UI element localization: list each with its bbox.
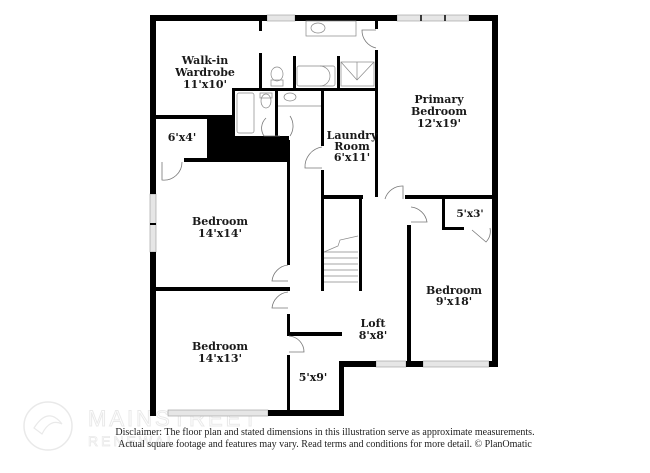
bedroom-9x18-dims: 9'x18'	[436, 295, 472, 308]
walk-in-wardrobe-dims: 11'x10'	[183, 78, 227, 91]
door-closet-5x9	[288, 335, 305, 353]
primary-bedroom-dims: 12'x19'	[417, 117, 461, 130]
shower-master	[340, 61, 375, 87]
vanity-master	[305, 20, 357, 37]
primary-bedroom-label-2: Bedroom	[411, 105, 467, 118]
staircase	[323, 235, 359, 283]
doors	[161, 29, 491, 353]
door-laundry	[304, 146, 323, 169]
window-loft	[375, 360, 407, 368]
closet-6x4-dims: 6'x4'	[168, 131, 197, 144]
door-hall-bath	[261, 117, 280, 137]
loft-dims: 8'x8'	[359, 329, 388, 342]
window-bottom-bedroom	[167, 409, 269, 417]
toilet-hall-icon	[260, 93, 272, 109]
walk-in-wardrobe-label-1: Walk-in	[181, 54, 229, 67]
walk-in-wardrobe-label-2: Wardrobe	[174, 66, 235, 79]
door-closet-5x3	[471, 227, 491, 243]
toilet-master-icon	[270, 66, 284, 82]
laundry-room-dims: 6'x11'	[334, 151, 370, 164]
door-primary	[384, 185, 404, 200]
watermark-circle-icon	[23, 401, 73, 451]
door-bedroom-14x14	[271, 264, 289, 282]
disclaimer-line-2: Actual square footage and features may v…	[118, 439, 532, 450]
door-bedroom-14x13	[271, 291, 289, 309]
tub-master	[296, 65, 336, 87]
door-master-bath	[361, 29, 377, 49]
window-primary-top	[396, 14, 470, 22]
sink-master-icon	[310, 22, 326, 34]
loft-label: Loft	[361, 317, 387, 330]
bedroom-9x18-label: Bedroom	[426, 284, 482, 297]
tub-hall	[236, 92, 255, 134]
primary-bedroom-label-1: Primary	[414, 93, 464, 106]
walls	[150, 15, 498, 416]
bedroom-14x14-label: Bedroom	[192, 215, 248, 228]
bedroom-14x13-dims: 14'x13'	[198, 352, 242, 365]
sink-hall-icon	[283, 92, 297, 102]
bedroom-14x13-label: Bedroom	[192, 340, 248, 353]
watermark-swirl-icon	[33, 415, 63, 435]
fixtures	[236, 20, 375, 134]
bedroom-14x14-dims: 14'x14'	[198, 227, 242, 240]
door-bedroom-9x18	[410, 206, 428, 223]
closet-5x3-dims: 5'x3'	[456, 208, 483, 220]
window-top-bath	[266, 14, 296, 22]
door-closet-6x4	[161, 161, 183, 181]
disclaimer-line-1: Disclaimer: The floor plan and stated di…	[115, 427, 535, 438]
watermark-sub: RENEWAL	[88, 433, 178, 449]
laundry-room-label-1: Laundry	[327, 129, 378, 142]
door-bath-hall	[289, 115, 294, 137]
window-bedroom-right	[422, 360, 490, 368]
closet-5x9-dims: 5'x9'	[299, 371, 328, 384]
laundry-room-label-2: Room	[334, 140, 370, 153]
room-labels: Walk-in Wardrobe 11'x10' Primary Bedroom…	[168, 54, 484, 384]
